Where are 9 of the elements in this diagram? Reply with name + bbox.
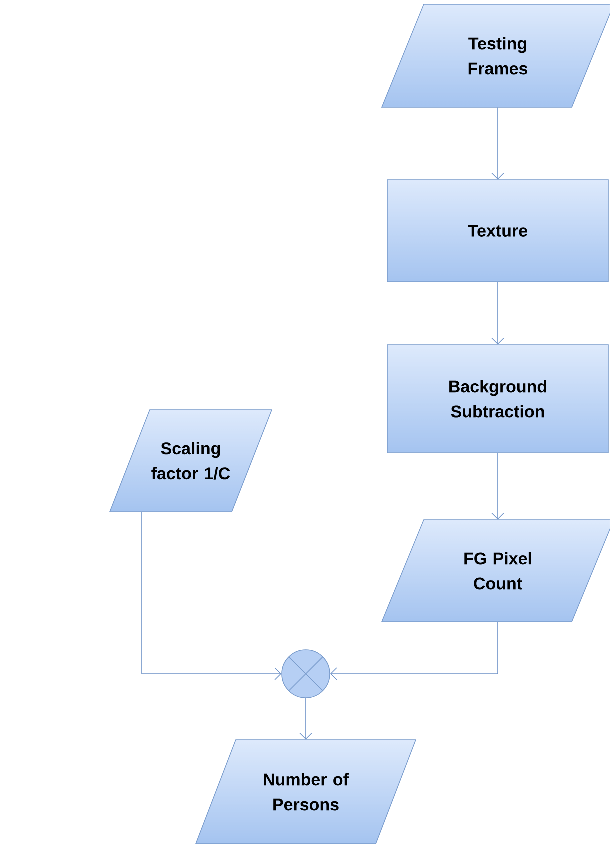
arrow — [330, 622, 498, 680]
arrow — [300, 698, 312, 740]
process-box: Texture — [387, 180, 609, 282]
arrow — [142, 512, 282, 680]
process-box: Background Subtraction — [387, 344, 609, 454]
arrow — [492, 107, 504, 180]
arrow — [492, 452, 504, 520]
arrow — [492, 282, 504, 345]
multiplier-circle — [282, 650, 330, 698]
